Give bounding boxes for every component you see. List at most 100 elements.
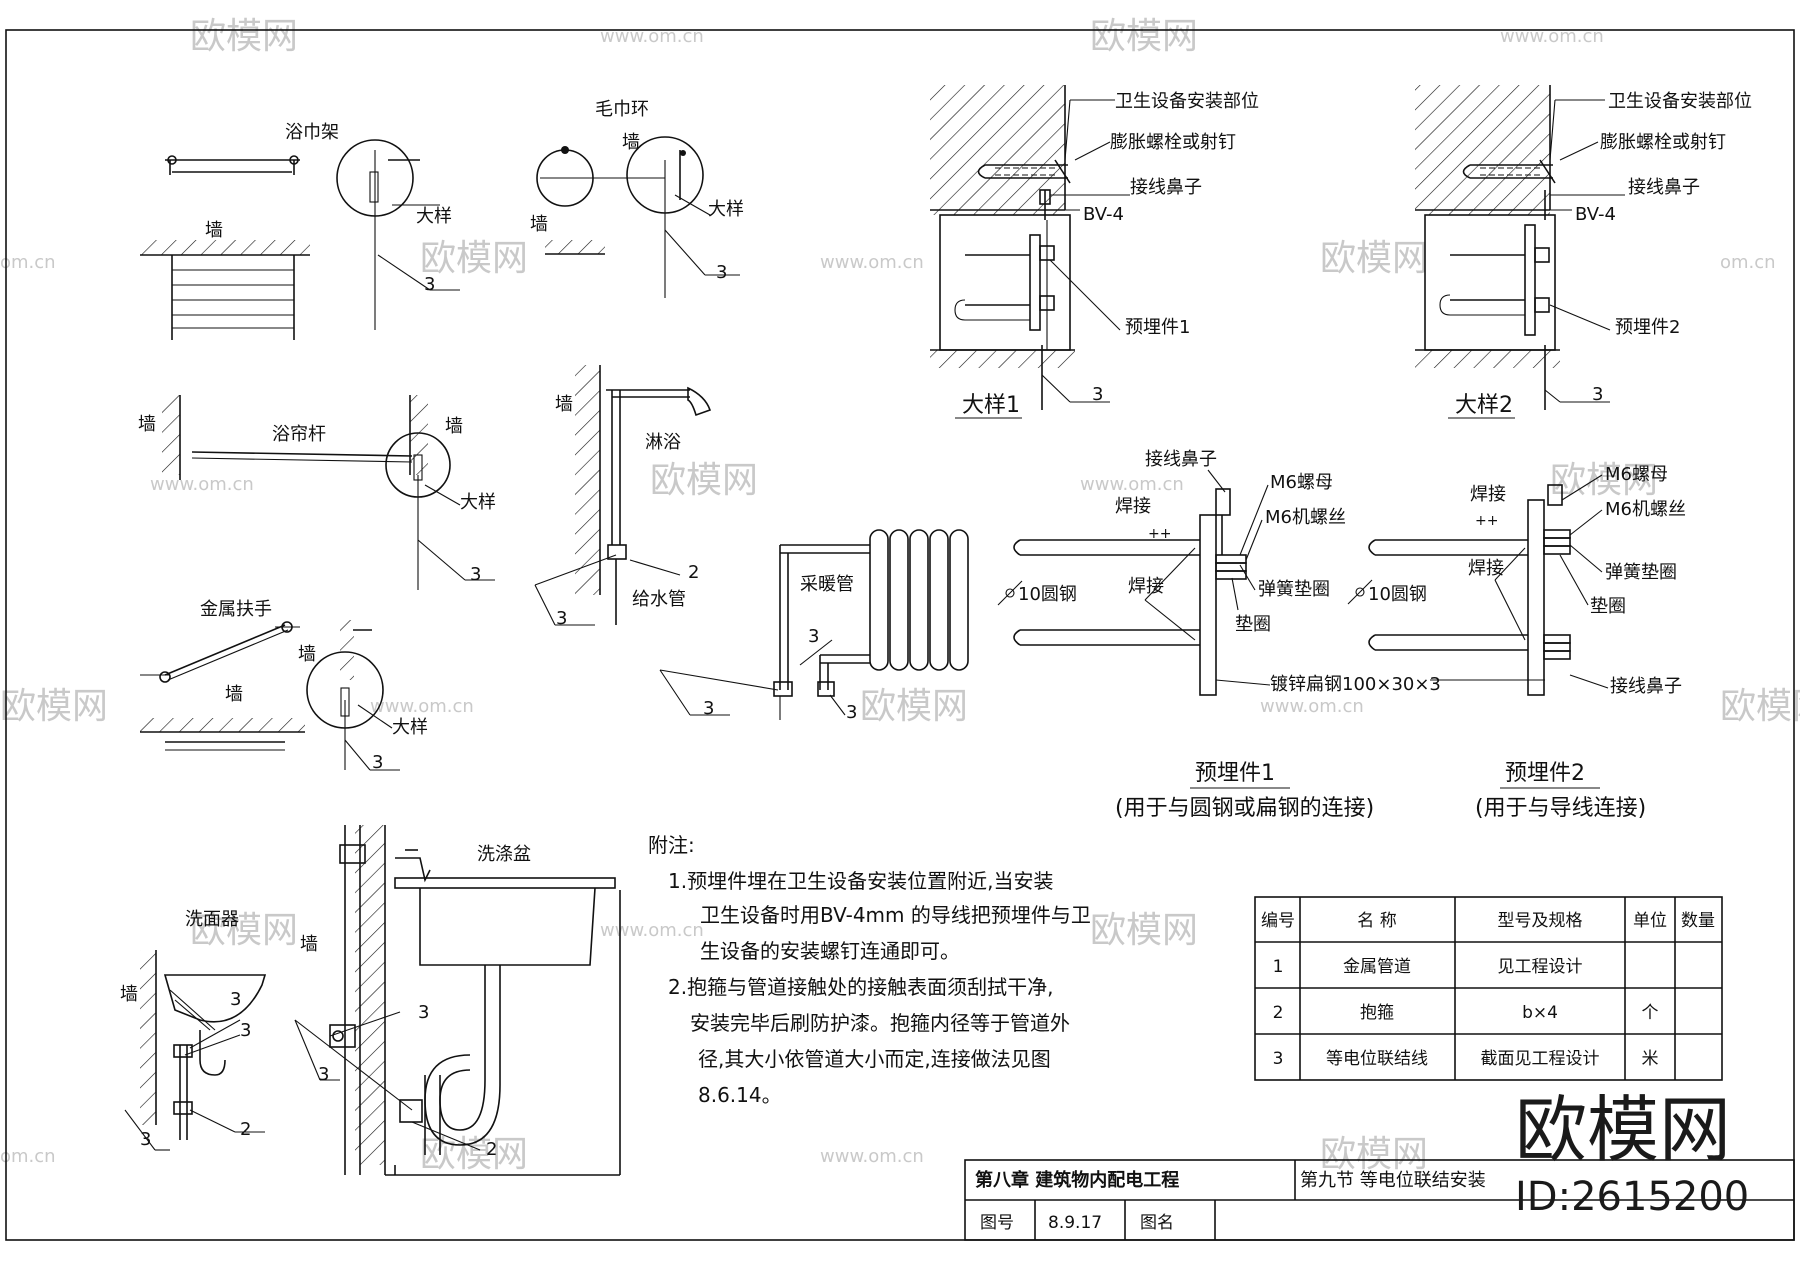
towel-ring-label: 毛巾环 (595, 99, 649, 120)
sink-detail: 洗涤盆 墙 3 3 2 (294, 825, 621, 1176)
table-cell: 3 (1273, 1049, 1284, 1069)
note-line: 安装完毕后刷防护漆。抱箍内径等于管道外 (690, 1011, 1070, 1035)
title-block: 第八章 建筑物内配电工程 第九节 等电位联结安装 图号 8.9.17 图名 (964, 1159, 1795, 1241)
note-line: 卫生设备时用BV-4mm 的导线把预埋件与卫 (700, 903, 1091, 927)
wall-label: 墙 (622, 132, 640, 153)
table-header: 型号及规格 (1498, 911, 1583, 931)
washbasin-label: 洗面器 (185, 909, 239, 930)
shower-detail: 墙 淋浴 给水管 2 3 (534, 365, 712, 629)
detail-2: 大样2 3 卫生设备安装部位 膨胀螺栓或射钉 接线鼻子 BV-4 预埋件2 (1415, 85, 1752, 419)
embedded-2-use: (用于与导线连接) (1475, 796, 1646, 821)
watermark-site: www.om.cn (150, 474, 254, 495)
brand-watermark: 欧模网 (1515, 1088, 1731, 1172)
table-cell: 等电位联结线 (1326, 1049, 1428, 1069)
watermark-site: om.cn (1720, 252, 1776, 273)
wall-label: 墙 (445, 416, 463, 437)
line-number: 2 (688, 562, 699, 583)
embedded-2-title: 预埋件2 (1505, 761, 1585, 786)
note-line: 径,其大小依管道大小而定,连接做法见图 (698, 1047, 1051, 1071)
weld-label: 焊接 (1128, 576, 1164, 597)
wall-label: 墙 (225, 684, 243, 705)
wall-label: 墙 (530, 214, 548, 235)
bv4-label: BV-4 (1575, 204, 1616, 225)
watermark-layer: 欧模网 www.om.cn 欧模网 www.om.cn om.cn 欧模网 ww… (0, 16, 1800, 1175)
table-cell: 截面见工程设计 (1481, 1049, 1600, 1069)
weld-label: 焊接 (1115, 496, 1151, 517)
note-line: 生设备的安装螺钉连通即可。 (700, 939, 960, 963)
water-pipe-label: 给水管 (632, 589, 686, 610)
drawing-name-label: 图名 (1140, 1213, 1174, 1233)
towel-rack-detail: 浴巾架 大样 3 墙 (140, 122, 460, 340)
watermark-site: www.om.cn (1080, 474, 1184, 495)
round-steel-label: 10圆钢 (1018, 584, 1077, 605)
id-watermark: ID:2615200 (1515, 1174, 1749, 1220)
sheet-border (5, 29, 1795, 1241)
metal-handrail-label: 金属扶手 (200, 599, 272, 620)
detail-label: 大样 (416, 206, 452, 227)
watermark-site: www.om.cn (820, 1146, 924, 1167)
watermark-brand: 欧模网 (420, 238, 528, 279)
m6-screw-label: M6机螺丝 (1265, 507, 1346, 528)
terminal-lug-label: 接线鼻子 (1628, 177, 1700, 198)
line-number: 3 (140, 1129, 151, 1150)
line-number: 3 (556, 608, 567, 629)
washer-label: 垫圈 (1590, 596, 1626, 617)
line-number: 3 (318, 1064, 329, 1085)
watermark-site: www.om.cn (1500, 26, 1604, 47)
shower-label: 淋浴 (645, 432, 681, 453)
table-header: 编号 (1261, 911, 1295, 931)
drawing-no-label: 图号 (980, 1213, 1014, 1233)
table-cell: 见工程设计 (1498, 957, 1583, 977)
embedded-1-use: (用于与圆钢或扁钢的连接) (1115, 796, 1374, 821)
spring-washer-label: 弹簧垫圈 (1258, 579, 1330, 600)
towel-ring-detail: 毛巾环 墙 大样 墙 3 (530, 99, 744, 298)
watermark-site: www.om.cn (600, 26, 704, 47)
weld-label: 焊接 (1468, 558, 1504, 579)
watermark-site: www.om.cn (600, 920, 704, 941)
bv4-label: BV-4 (1083, 204, 1124, 225)
m6-nut-label: M6螺母 (1605, 464, 1668, 485)
watermark-brand: 欧模网 (860, 686, 968, 727)
watermark-site: www.om.cn (1260, 696, 1364, 717)
wall-label: 墙 (138, 414, 156, 435)
section-title: 第九节 等电位联结安装 (1300, 1170, 1486, 1191)
line-number: 3 (470, 564, 481, 585)
embedded-part-1: 接线鼻子 M6螺母 M6机螺丝 焊接 ++ 弹簧垫圈 垫圈 焊接 10圆钢 镀锌… (997, 449, 1545, 821)
expansion-bolt-label: 膨胀螺栓或射钉 (1110, 132, 1236, 153)
detail-1-title: 大样1 (962, 393, 1020, 418)
towel-rack-label: 浴巾架 (285, 122, 339, 143)
wall-label: 墙 (300, 934, 318, 955)
heating-pipe-label: 采暖管 (800, 574, 854, 595)
watermark-brand: 欧模网 (1720, 686, 1800, 727)
terminal-lug-label: 接线鼻子 (1145, 449, 1217, 470)
table-header: 单位 (1633, 911, 1667, 931)
watermark-brand: 欧模网 (650, 460, 758, 501)
note-line: 8.6.14。 (698, 1083, 782, 1107)
watermark-brand: 欧模网 (1320, 238, 1428, 279)
detail-label: 大样 (708, 199, 744, 220)
line-number: 3 (716, 262, 727, 283)
wall-label: 墙 (205, 220, 223, 241)
weld-symbol: ++ (1475, 513, 1498, 529)
line-number: 2 (240, 1119, 251, 1140)
wall-label: 墙 (120, 984, 138, 1005)
note-line: 2.抱箍与管道接触处的接触表面须刮拭干净, (668, 975, 1053, 999)
expansion-bolt-label: 膨胀螺栓或射钉 (1600, 132, 1726, 153)
install-location-label: 卫生设备安装部位 (1608, 91, 1752, 112)
watermark-brand: 欧模网 (190, 910, 298, 951)
watermark-brand: 欧模网 (1550, 460, 1658, 501)
wall-label: 墙 (298, 644, 316, 665)
metal-handrail-detail: 金属扶手 墙 墙 大样 3 (140, 599, 428, 773)
wall-label: 墙 (555, 394, 573, 415)
embedded-1-title: 预埋件1 (1195, 761, 1275, 786)
curtain-rod-label: 浴帘杆 (272, 424, 326, 445)
watermark-site: www.om.cn (370, 696, 474, 717)
embedded-part-label: 预埋件1 (1125, 317, 1190, 338)
table-header: 数量 (1681, 911, 1715, 931)
table-cell: 抱箍 (1360, 1003, 1394, 1023)
notes-block: 附注: 1.预埋件埋在卫生设备安装位置附近,当安装 卫生设备时用BV-4mm 的… (648, 833, 1091, 1107)
embedded-part-2: 焊接 ++ M6螺母 M6机螺丝 弹簧垫圈 垫圈 焊接 10圆钢 接线鼻子 预埋… (1347, 464, 1686, 821)
spring-washer-label: 弹簧垫圈 (1605, 562, 1677, 583)
terminal-lug-label: 接线鼻子 (1610, 676, 1682, 697)
